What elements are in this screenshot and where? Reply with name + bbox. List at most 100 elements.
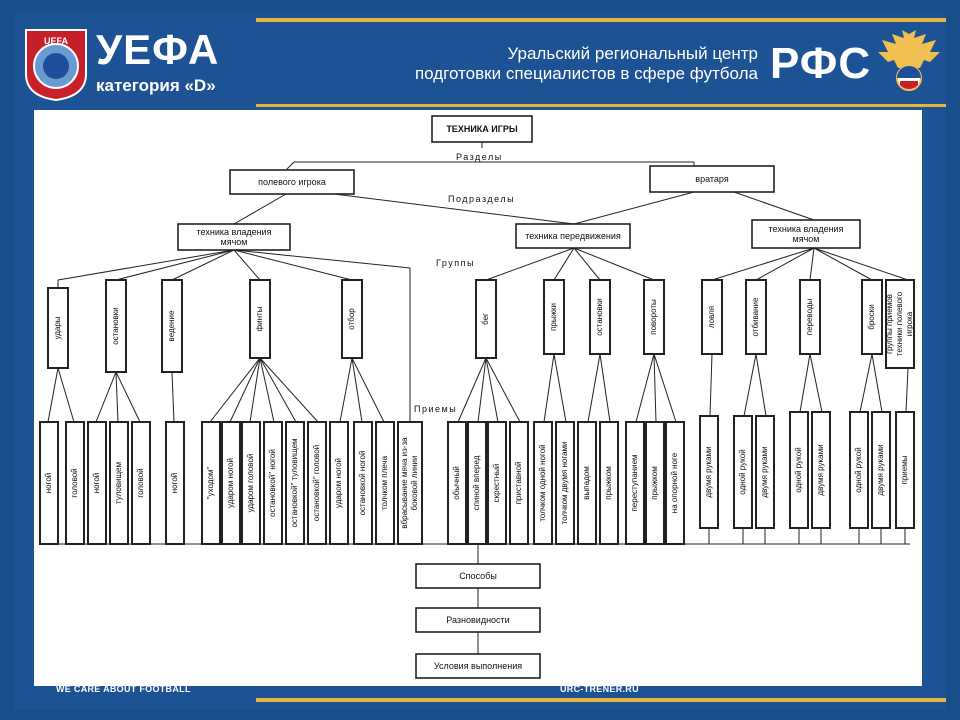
technique-box-5: головой (131, 421, 151, 545)
technique-box-25: переступанием (625, 421, 645, 545)
technique-box-24-label: прыжком (604, 466, 613, 499)
uefa-logo-text: UEFA (44, 36, 69, 46)
level-label-subsections: Подразделы (448, 194, 515, 204)
group-box-3: ведение (161, 279, 183, 373)
technique-box-14-label: остановкой ногой (358, 451, 367, 516)
technique-box-27: на опорной ноге (665, 421, 685, 545)
level-label-sections: Разделы (456, 152, 503, 162)
technique-box-22: толчком двумя ногами (555, 421, 575, 545)
technique-box-35: приемы (895, 411, 915, 529)
technique-box-11: остановкой" туловищем (285, 421, 305, 545)
footer-gold-rule (256, 698, 946, 702)
top-gold-rule (256, 18, 946, 22)
group-box-9-label: повороты (649, 299, 658, 335)
technique-box-18: спиной вперед (467, 421, 487, 545)
bottom-box-varieties: Разновидности (415, 607, 541, 633)
group-box-8: остановки (589, 279, 611, 355)
technique-box-7-label: "уходом" (206, 467, 215, 500)
center-name-line1: Уральский региональный центр (507, 44, 758, 63)
group-box-2: остановки (105, 279, 127, 373)
technique-box-5-label: головой (136, 468, 145, 497)
subsection-box-movement: техника передвижения (515, 223, 631, 249)
rfs-eagle-emblem (878, 30, 940, 91)
technique-box-34-label: двумя руками (876, 444, 885, 495)
group-box-14: группы приемовтехники полевогоигрока (885, 279, 915, 369)
group-box-7: прыжки (543, 279, 565, 355)
group-box-7-label: прыжки (549, 303, 558, 331)
section-box-goalkeeper: вратаря (649, 165, 775, 193)
technique-box-8: ударом ногой (221, 421, 241, 545)
brand-subtitle: категория «D» (96, 76, 216, 95)
technique-box-28: двумя руками (699, 415, 719, 529)
header-gold-rule (256, 104, 946, 107)
technique-box-14: остановкой ногой (353, 421, 373, 545)
bottom-box-varieties-label: Разновидности (446, 615, 509, 625)
rfs-wordmark: РФС (770, 39, 872, 88)
technique-box-15: толчком плеча (375, 421, 395, 545)
root-box-label: ТЕХНИКА ИГРЫ (446, 124, 518, 134)
group-box-12: переводы (799, 279, 821, 355)
technique-box-26-label: прыжком (650, 466, 659, 499)
group-box-5-label: отбор (347, 308, 356, 330)
technique-box-4-label: туловищем (114, 462, 123, 504)
footer-url[interactable]: URC-TRENER.RU (560, 684, 639, 694)
technique-box-19-label: скрестный (492, 464, 501, 503)
technique-box-12-label: остановкой" головой (312, 445, 321, 521)
bottom-box-conditions: Условия выполнения (415, 653, 541, 679)
group-box-6-label: бег (481, 313, 490, 325)
footer-slogan: WE CARE ABOUT FOOTBALL (56, 684, 191, 694)
diagram-panel: ТЕХНИКА ИГРЫ полевого игрока вратаря техник… (34, 110, 922, 686)
technique-box-17-label: обычный (452, 466, 461, 500)
technique-box-7: "уходом" (201, 421, 221, 545)
technique-box-12: остановкой" головой (307, 421, 327, 545)
technique-box-13: ударом ногой (329, 421, 349, 545)
group-box-11: отбивание (745, 279, 767, 355)
technique-diagram: ТЕХНИКА ИГРЫ полевого игрока вратаря техник… (39, 115, 915, 679)
technique-box-2-label: головой (70, 468, 79, 497)
technique-box-35-label: приемы (900, 455, 909, 484)
group-box-12-label: переводы (805, 298, 814, 335)
group-box-2-label: остановки (111, 307, 120, 345)
technique-box-16: вбрасывание мяча из-забоковой линии (397, 421, 423, 545)
group-box-5: отбор (341, 279, 363, 359)
technique-box-9-label: ударом головой (246, 454, 255, 513)
technique-box-10: остановкой" ногой (263, 421, 283, 545)
bottom-box-conditions-label: Условия выполнения (434, 661, 522, 671)
section-box-field-player: полевого игрока (229, 169, 355, 195)
technique-box-6-label: ногой (170, 473, 179, 494)
brand-title: УЕФА (96, 26, 220, 73)
bottom-box-methods: Способы (415, 563, 541, 589)
bottom-box-methods-label: Способы (459, 571, 497, 581)
group-box-10-label: ловля (707, 306, 716, 328)
technique-box-26: прыжком (645, 421, 665, 545)
technique-box-18-label: спиной вперед (472, 455, 481, 510)
technique-box-10-label: остановкой" ногой (268, 449, 277, 517)
technique-box-13-label: ударом ногой (334, 458, 343, 508)
group-box-4: финты (249, 279, 271, 359)
group-box-1-label: удары (53, 316, 62, 339)
technique-box-24: прыжком (599, 421, 619, 545)
technique-box-23: выпадом (577, 421, 597, 545)
technique-box-2: головой (65, 421, 85, 545)
technique-box-15-label: толчком плеча (380, 455, 389, 510)
technique-box-27-label: на опорной ноге (670, 452, 679, 513)
technique-box-32-label: двумя руками (816, 444, 825, 495)
technique-box-19: скрестный (487, 421, 507, 545)
level-label-groups: Группы (436, 258, 475, 268)
technique-box-17: обычный (447, 421, 467, 545)
uefa-logo: UEFA (25, 29, 87, 102)
level-label-techniques: Приемы (414, 404, 457, 414)
technique-box-34: двумя руками (871, 411, 891, 529)
group-box-1: удары (47, 287, 69, 369)
technique-box-30: двумя руками (755, 415, 775, 529)
center-name-line2: подготовки специалистов в сфере футбола (414, 64, 758, 83)
technique-box-31: одной рукой (789, 411, 809, 529)
group-box-10: ловля (701, 279, 723, 355)
section-box-goalkeeper-label: вратаря (695, 174, 729, 184)
root-box: ТЕХНИКА ИГРЫ (431, 115, 533, 143)
technique-box-20: приставной (509, 421, 529, 545)
technique-box-29: одной рукой (733, 415, 753, 529)
